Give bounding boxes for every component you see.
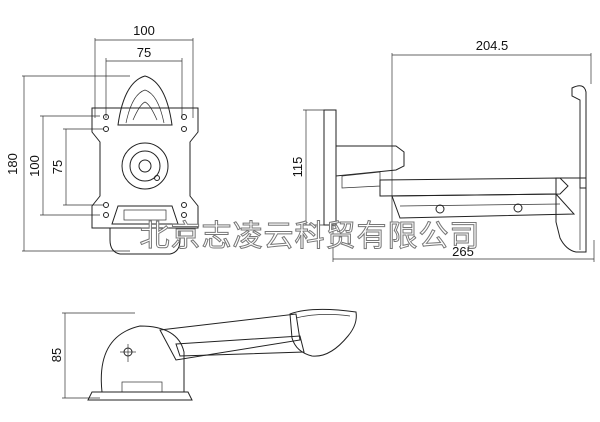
top-arch-inner <box>125 89 165 124</box>
hole-tl-inner <box>103 126 109 132</box>
side-lower-arm <box>391 193 576 219</box>
hole-bl-inner <box>103 202 109 208</box>
hole-br-outer <box>181 212 187 218</box>
top-arm-lower <box>175 335 305 357</box>
bottom-bracket-base <box>109 227 181 255</box>
bottom-bracket-slot <box>123 209 167 221</box>
wall-bracket-base <box>555 177 587 253</box>
hole-br-inner <box>181 202 187 208</box>
top-base-block <box>121 381 163 393</box>
side-upper-arm <box>379 177 569 197</box>
hole-tl-outer <box>103 114 109 120</box>
top-dome <box>100 325 185 393</box>
hole-tr-outer <box>181 114 187 120</box>
top-end-head-lip <box>295 314 351 319</box>
arm-pivot-right <box>513 203 523 213</box>
top-arch <box>117 75 173 126</box>
bottom-bracket-top <box>111 205 179 225</box>
dim-width-outer: 100 <box>133 23 155 38</box>
hole-tr-inner <box>181 126 187 132</box>
dim-total-depth: 265 <box>452 244 474 259</box>
watermark-company: 北京志凌云科贸有限公司 <box>140 219 481 254</box>
dim-height-mid: 100 <box>27 155 42 177</box>
top-base-plate <box>87 391 193 401</box>
lock-screw <box>154 175 160 181</box>
dim-width-inner: 75 <box>137 45 151 60</box>
top-arch-core <box>132 101 158 121</box>
side-view: 204.5 115 265 <box>290 38 595 262</box>
wall-bracket-top <box>571 85 587 189</box>
dim-arm-length: 204.5 <box>476 38 509 53</box>
top-view: 85 <box>49 308 357 401</box>
tilt-head <box>335 145 405 177</box>
swivel-ring <box>129 150 161 182</box>
arm-center-line <box>399 203 561 207</box>
dim-height-outer: 180 <box>5 153 20 175</box>
dim-plate-height: 115 <box>290 157 305 178</box>
swivel-hub <box>138 159 152 173</box>
top-end-head <box>289 308 357 357</box>
vesa-plate <box>91 107 199 229</box>
dim-height-inner: 75 <box>50 160 65 174</box>
swivel-disc <box>121 142 169 190</box>
front-view: 100 75 180 100 75 <box>5 23 199 255</box>
top-arm-upper <box>159 313 301 361</box>
dim-top-height: 85 <box>49 348 64 362</box>
hole-bl-outer <box>103 212 109 218</box>
side-vesa-plate <box>323 109 337 226</box>
arm-pivot-left <box>435 204 445 214</box>
